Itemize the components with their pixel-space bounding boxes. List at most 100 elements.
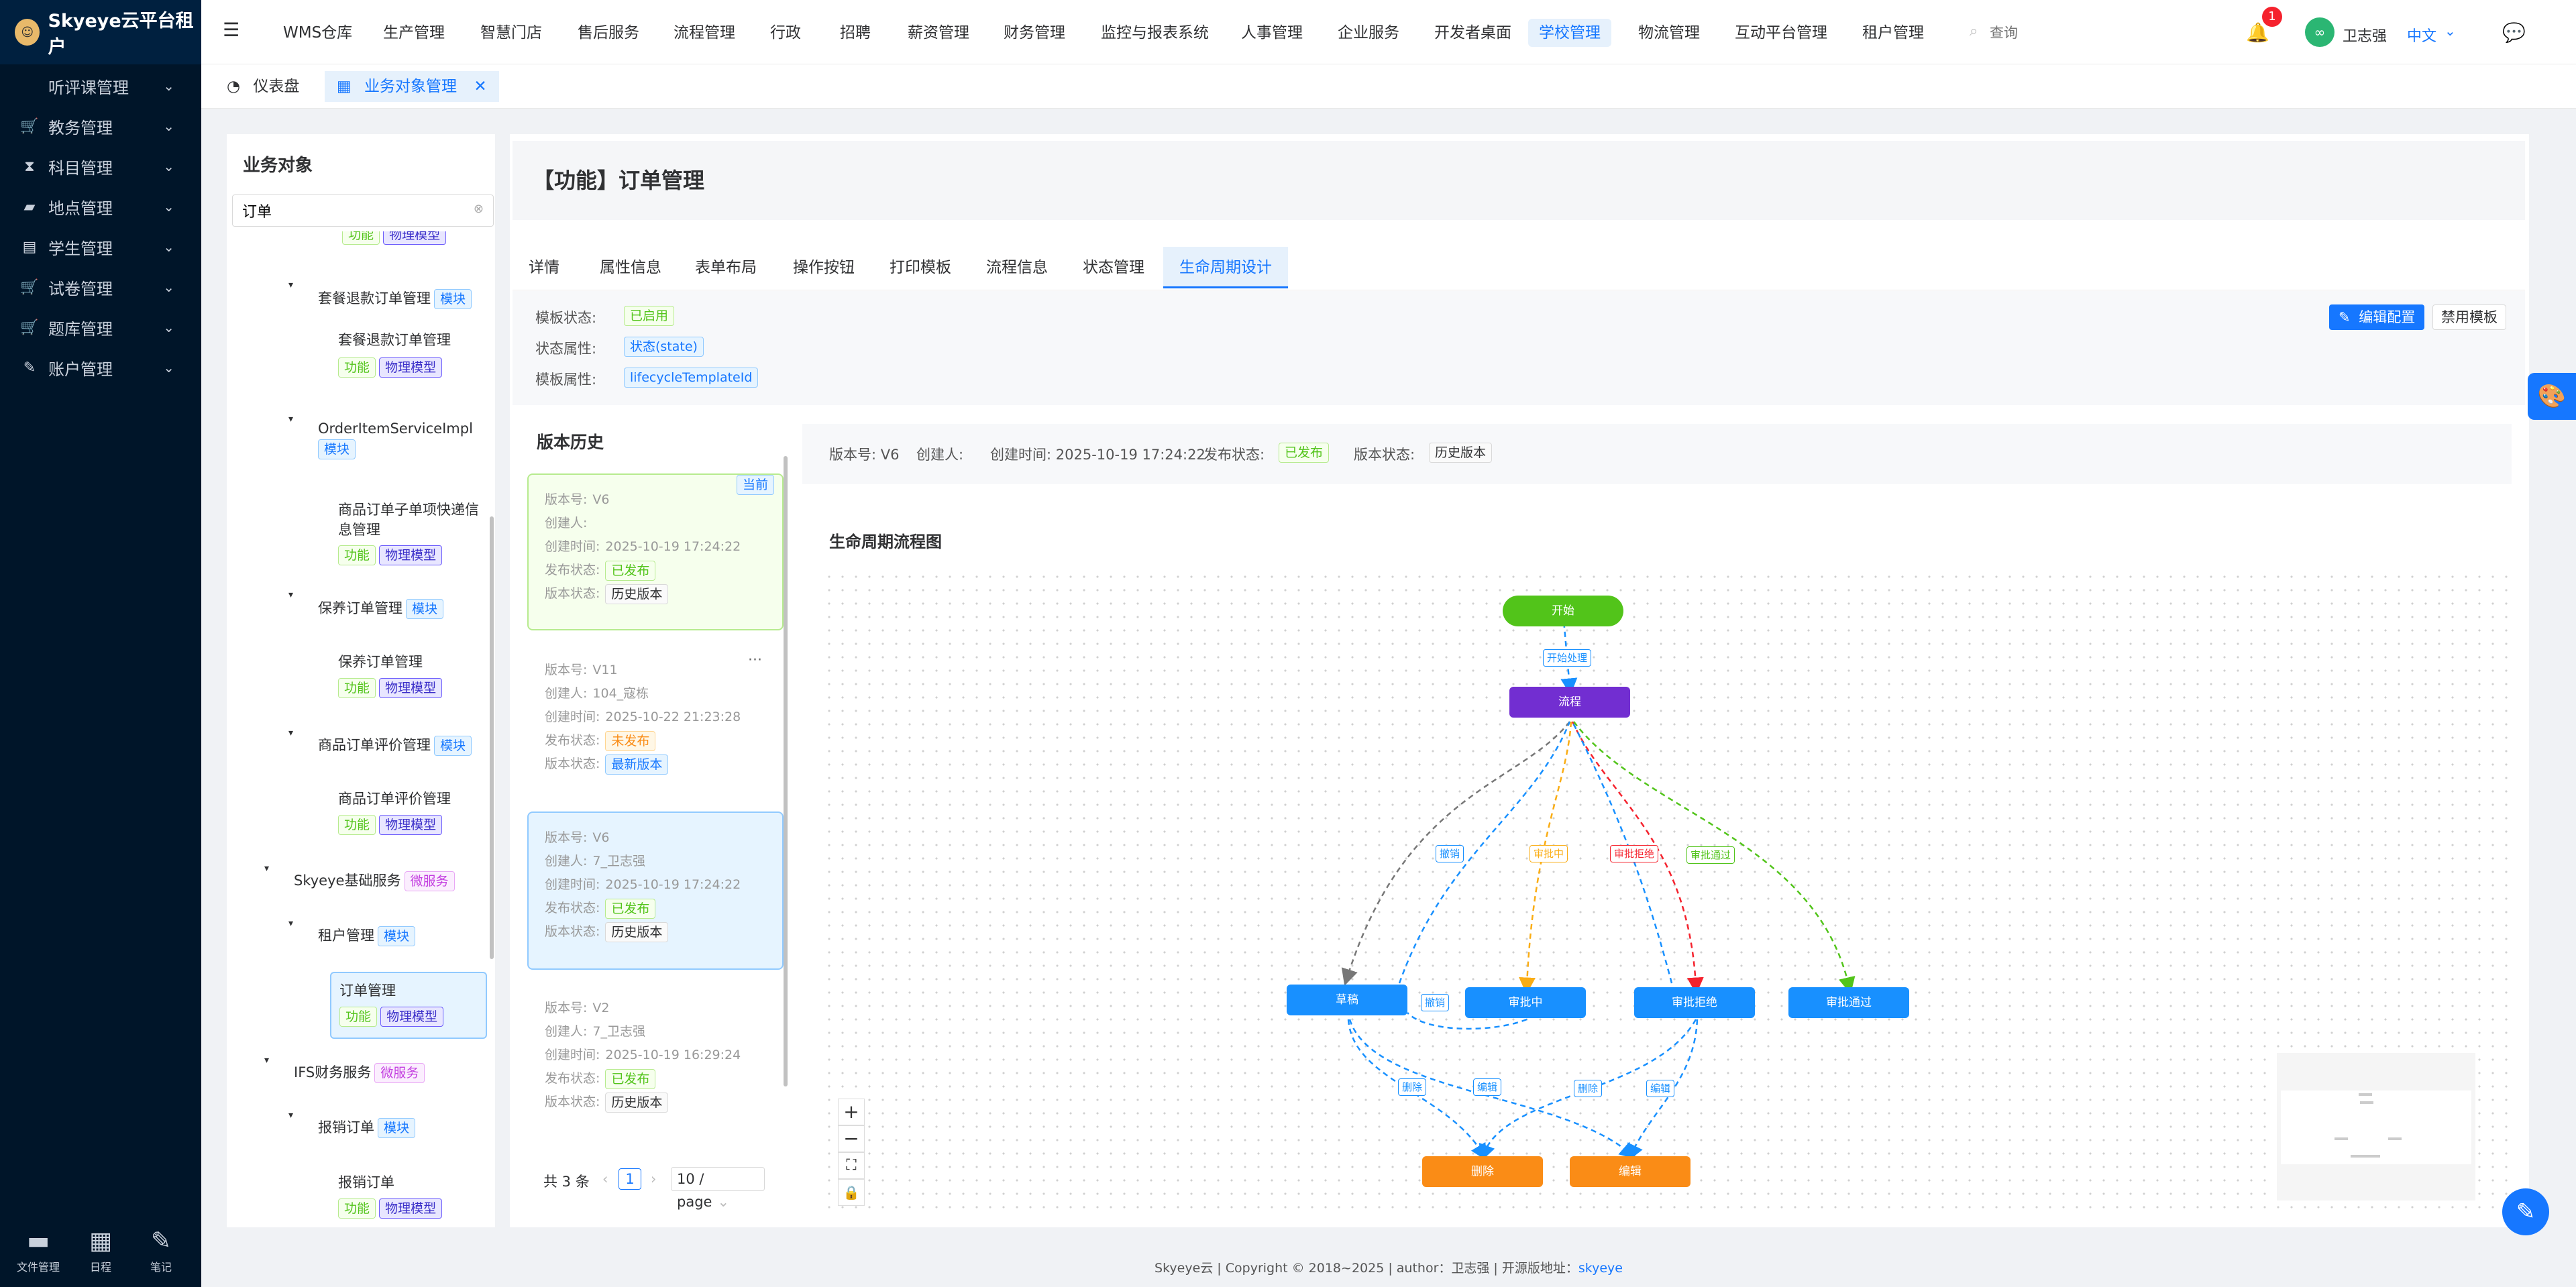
dock-calendar[interactable]: ▦ 日程 bbox=[70, 1227, 131, 1274]
caret-down-icon[interactable]: ▾ bbox=[288, 590, 294, 600]
sidebar-item-subject[interactable]: ⧗ 科目管理 ⌄ bbox=[0, 146, 201, 186]
nav-developer[interactable]: 开发者桌面 bbox=[1434, 24, 1511, 42]
language-switch[interactable]: 中文 bbox=[2407, 28, 2437, 45]
edit-config-button[interactable]: ✎ 编辑配置 bbox=[2329, 304, 2425, 330]
prev-page-icon[interactable]: ‹ bbox=[602, 1171, 608, 1187]
tree-node-order-management-selected[interactable]: 订单管理 功能 物理模型 bbox=[330, 972, 487, 1039]
edge-label-delete1[interactable]: 删除 bbox=[1398, 1078, 1427, 1096]
nav-salary[interactable]: 薪资管理 bbox=[908, 24, 969, 42]
nav-recruit[interactable]: 招聘 bbox=[840, 24, 871, 42]
zoom-out-icon[interactable]: − bbox=[838, 1125, 865, 1152]
node-edit[interactable]: 编辑 bbox=[1570, 1156, 1690, 1187]
sidebar-item-exam[interactable]: 🛒 试卷管理 ⌄ bbox=[0, 267, 201, 307]
tree-node-ifs-finance[interactable]: IFS财务服务 微服务 bbox=[294, 1062, 482, 1083]
node-process[interactable]: 流程 bbox=[1509, 687, 1630, 718]
caret-down-icon[interactable]: ▾ bbox=[288, 918, 294, 929]
caret-down-icon[interactable]: ▾ bbox=[288, 414, 294, 425]
nav-logistics[interactable]: 物流管理 bbox=[1638, 24, 1700, 42]
tools-fab-icon[interactable]: ✎ bbox=[2502, 1188, 2549, 1235]
tree-node-package-refund-module[interactable]: 套餐退款订单管理 模块 bbox=[318, 288, 486, 309]
nav-interaction[interactable]: 互动平台管理 bbox=[1735, 24, 1827, 42]
tab-form-layout[interactable]: 表单布局 bbox=[695, 259, 757, 276]
chat-icon[interactable]: 💬 bbox=[2502, 21, 2526, 44]
edge-label-edit1[interactable]: 编辑 bbox=[1473, 1078, 1502, 1096]
version-card-v6-selected[interactable]: 版本号:V6 创建人:7_卫志强 创建时间:2025-10-19 17:24:2… bbox=[527, 812, 784, 970]
edge-label-withdraw[interactable]: 撤销 bbox=[1436, 845, 1464, 862]
sidebar-item-listening[interactable]: 听评课管理 ⌄ bbox=[0, 66, 201, 106]
page-1[interactable]: 1 bbox=[619, 1168, 641, 1190]
edge-label-reviewing[interactable]: 审批中 bbox=[1529, 845, 1568, 862]
node-approved[interactable]: 审批通过 bbox=[1788, 987, 1909, 1018]
nav-tenant[interactable]: 租户管理 bbox=[1862, 24, 1924, 42]
tree-scrollbar[interactable] bbox=[490, 516, 494, 959]
tree-node-skyeye-base[interactable]: Skyeye基础服务 微服务 bbox=[294, 870, 482, 891]
clear-icon[interactable]: ⊗ bbox=[473, 202, 484, 216]
node-delete[interactable]: 删除 bbox=[1422, 1156, 1543, 1187]
app-logo[interactable]: ☺ Skyeye云平台租户 bbox=[0, 0, 201, 64]
tree-node-expense-module[interactable]: 报销订单 模块 bbox=[318, 1117, 479, 1138]
node-reviewing[interactable]: 审批中 bbox=[1465, 987, 1586, 1018]
dock-files[interactable]: ▬ 文件管理 bbox=[8, 1227, 68, 1274]
edge-label-approve[interactable]: 审批通过 bbox=[1686, 846, 1735, 864]
tree-node-tenant-module[interactable]: 租户管理 模块 bbox=[318, 925, 479, 946]
edge-label-withdraw2[interactable]: 撤销 bbox=[1421, 994, 1450, 1011]
edge-label-start-process[interactable]: 开始处理 bbox=[1543, 649, 1592, 667]
sidebar-item-question-bank[interactable]: 🛒 题库管理 ⌄ bbox=[0, 307, 201, 347]
caret-down-icon[interactable]: ▾ bbox=[288, 280, 294, 290]
nav-hr[interactable]: 人事管理 bbox=[1241, 24, 1303, 42]
tree-node-maintenance-module[interactable]: 保养订单管理 模块 bbox=[318, 598, 479, 619]
nav-after-sales[interactable]: 售后服务 bbox=[578, 24, 639, 42]
version-scrollbar[interactable] bbox=[784, 456, 788, 1086]
avatar[interactable]: ∞ bbox=[2305, 17, 2334, 47]
sidebar-item-location[interactable]: ▰ 地点管理 ⌄ bbox=[0, 186, 201, 227]
lock-icon[interactable]: 🔒 bbox=[838, 1179, 865, 1206]
nav-wms[interactable]: WMS仓库 bbox=[283, 24, 353, 42]
version-card-v11[interactable]: ··· 版本号:V11 创建人:104_寇栋 创建时间:2025-10-22 2… bbox=[527, 644, 784, 801]
version-card-v2[interactable]: 版本号:V2 创建人:7_卫志强 创建时间:2025-10-19 16:29:2… bbox=[527, 982, 784, 1139]
edge-label-reject[interactable]: 审批拒绝 bbox=[1610, 845, 1659, 862]
tag-dashboard[interactable]: ◔ 仪表盘 bbox=[227, 78, 300, 95]
node-rejected[interactable]: 审批拒绝 bbox=[1634, 987, 1755, 1018]
tab-lifecycle[interactable]: 生命周期设计 bbox=[1163, 247, 1288, 288]
sidebar-item-student[interactable]: ▤ 学生管理 ⌄ bbox=[0, 227, 201, 267]
menu-toggle-icon[interactable]: ☰ bbox=[223, 19, 240, 41]
footer-link[interactable]: skyeye bbox=[1578, 1261, 1623, 1276]
flow-canvas[interactable] bbox=[822, 570, 2508, 1214]
more-icon[interactable]: ··· bbox=[748, 652, 762, 669]
zoom-in-icon[interactable]: + bbox=[838, 1099, 865, 1125]
nav-monitor[interactable]: 监控与报表系统 bbox=[1101, 24, 1209, 42]
nav-production[interactable]: 生产管理 bbox=[383, 24, 445, 42]
tab-process-info[interactable]: 流程信息 bbox=[986, 259, 1048, 276]
page-size-select[interactable]: 10 / page⌄ bbox=[671, 1167, 765, 1210]
caret-down-icon[interactable]: ▾ bbox=[264, 863, 270, 874]
close-icon[interactable]: ✕ bbox=[474, 78, 487, 95]
tab-attributes[interactable]: 属性信息 bbox=[600, 259, 661, 276]
tab-detail[interactable]: 详情 bbox=[529, 259, 559, 276]
tree-node-orderitem-module[interactable]: OrderItemServiceImpl 模块 bbox=[318, 421, 479, 459]
version-card-current[interactable]: 当前 版本号:V6 创建人: 创建时间:2025-10-19 17:24:22 … bbox=[527, 473, 784, 630]
nav-process[interactable]: 流程管理 bbox=[674, 24, 735, 42]
dock-notes[interactable]: ✎ 笔记 bbox=[131, 1227, 191, 1274]
nav-admin[interactable]: 行政 bbox=[770, 24, 801, 42]
palette-icon[interactable]: 🎨 bbox=[2528, 373, 2576, 420]
tab-status[interactable]: 状态管理 bbox=[1083, 259, 1144, 276]
tree-node-review-function[interactable]: 商品订单评价管理 功能 物理模型 bbox=[338, 788, 479, 848]
nav-school[interactable]: 学校管理 bbox=[1528, 19, 1611, 47]
nav-smart-store[interactable]: 智慧门店 bbox=[480, 24, 542, 42]
caret-down-icon[interactable]: ▾ bbox=[288, 728, 294, 738]
edge-label-delete2[interactable]: 删除 bbox=[1574, 1080, 1603, 1097]
next-page-icon[interactable]: › bbox=[651, 1171, 657, 1187]
tree-node-maintenance-function[interactable]: 保养订单管理 功能 物理模型 bbox=[338, 651, 479, 712]
nav-finance[interactable]: 财务管理 bbox=[1004, 24, 1065, 42]
user-name[interactable]: 卫志强 bbox=[2343, 28, 2387, 45]
sidebar-item-academic[interactable]: 🛒 教务管理 ⌄ bbox=[0, 106, 201, 146]
tree-node-expense-function[interactable]: 报销订单 功能 物理模型 bbox=[338, 1172, 479, 1224]
tag-business-object[interactable]: ▦ 业务对象管理 ✕ bbox=[325, 71, 499, 102]
node-draft[interactable]: 草稿 bbox=[1287, 985, 1407, 1015]
sidebar-item-account[interactable]: ✎ 账户管理 ⌄ bbox=[0, 347, 201, 388]
tree-node-review-module[interactable]: 商品订单评价管理 模块 bbox=[318, 734, 486, 756]
nav-enterprise[interactable]: 企业服务 bbox=[1338, 24, 1399, 42]
object-search-input[interactable] bbox=[242, 199, 457, 222]
tree-node-package-refund-function[interactable]: 套餐退款订单管理 功能 物理模型 bbox=[338, 329, 479, 403]
caret-down-icon[interactable]: ▾ bbox=[264, 1055, 270, 1066]
